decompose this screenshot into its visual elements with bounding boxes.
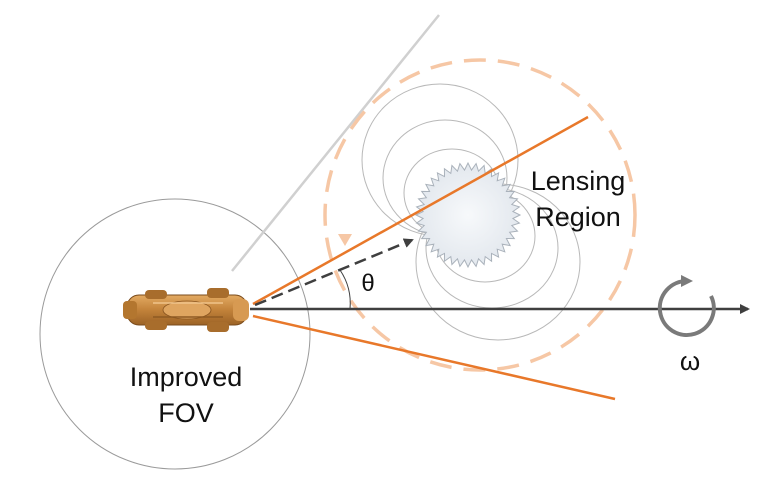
fov-upper-boundary	[252, 115, 589, 306]
gravitational-lens-icon	[414, 161, 522, 269]
omega-label: ω	[680, 346, 700, 376]
car-topdown-icon	[123, 288, 249, 332]
fov-lower-boundary	[252, 314, 616, 401]
fov-label-line2: FOV	[158, 398, 214, 428]
lensing-boundary-ring	[323, 58, 637, 372]
lens-disc	[414, 161, 522, 269]
fov-label-line1: Improved	[130, 362, 243, 392]
fov-circle	[39, 198, 311, 470]
rotation-arrow-icon	[657, 274, 716, 337]
theta-angle-arc	[339, 269, 351, 310]
lensing-label-line1: Lensing	[531, 166, 626, 196]
gray-diagonal-line	[231, 14, 440, 272]
dashed-ray-arrow	[254, 238, 414, 307]
theta-label: θ	[361, 270, 374, 297]
lensing-label-line2: Region	[535, 202, 621, 232]
ring-arrow-head-icon	[338, 234, 352, 246]
